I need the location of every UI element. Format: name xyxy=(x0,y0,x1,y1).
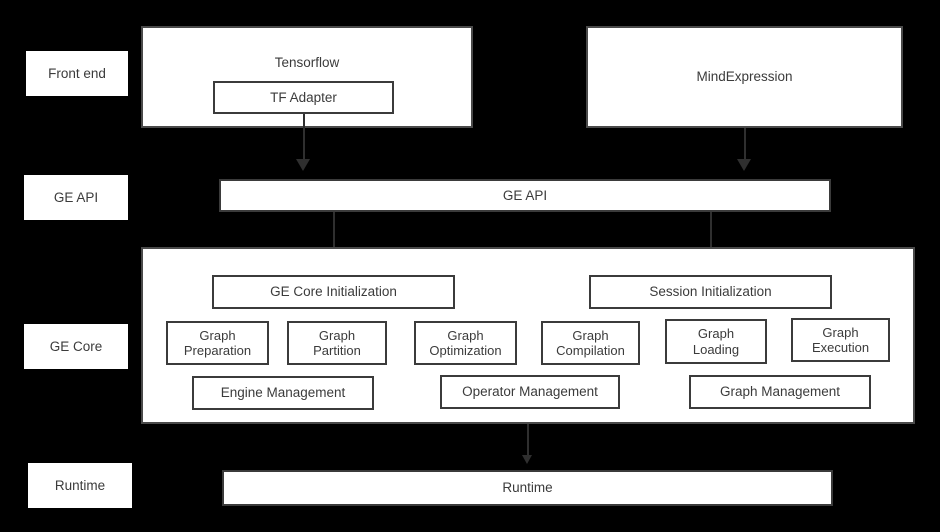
tensorflow-title: Tensorflow xyxy=(274,55,340,70)
mindexpression-container: MindExpression xyxy=(586,26,903,128)
arrowhead-gecore-runtime xyxy=(522,455,532,464)
module-graph-preparation[interactable]: Graph Preparation xyxy=(166,321,269,365)
ge-core-initialization-box[interactable]: GE Core Initialization xyxy=(212,275,455,309)
manager-operator-management[interactable]: Operator Management xyxy=(440,375,620,409)
connector-gecore-runtime xyxy=(527,424,529,457)
layer-label-runtime: Runtime xyxy=(28,463,132,508)
module-graph-execution[interactable]: Graph Execution xyxy=(791,318,890,362)
tf-adapter-box[interactable]: TF Adapter xyxy=(213,81,394,114)
layer-label-ge-core: GE Core xyxy=(24,324,128,369)
connector-tfadapter-geapi xyxy=(303,114,305,161)
connector-mindexpression-geapi xyxy=(744,128,746,161)
layer-label-ge-api: GE API xyxy=(24,175,128,220)
manager-graph-management[interactable]: Graph Management xyxy=(689,375,871,409)
connector-geapi-gecore-init xyxy=(333,212,335,265)
module-graph-loading[interactable]: Graph Loading xyxy=(665,319,767,364)
module-graph-compilation[interactable]: Graph Compilation xyxy=(541,321,640,365)
module-graph-optimization[interactable]: Graph Optimization xyxy=(414,321,517,365)
connector-geapi-session-init xyxy=(710,212,712,265)
arrowhead-mindexpression-geapi xyxy=(737,159,751,171)
manager-engine-management[interactable]: Engine Management xyxy=(192,376,374,410)
session-initialization-box[interactable]: Session Initialization xyxy=(589,275,832,309)
layer-label-front-end: Front end xyxy=(26,51,128,96)
ge-api-bar[interactable]: GE API xyxy=(219,179,831,212)
arrowhead-tfadapter-geapi xyxy=(296,159,310,171)
module-graph-partition[interactable]: Graph Partition xyxy=(287,321,387,365)
runtime-bar[interactable]: Runtime xyxy=(222,470,833,506)
